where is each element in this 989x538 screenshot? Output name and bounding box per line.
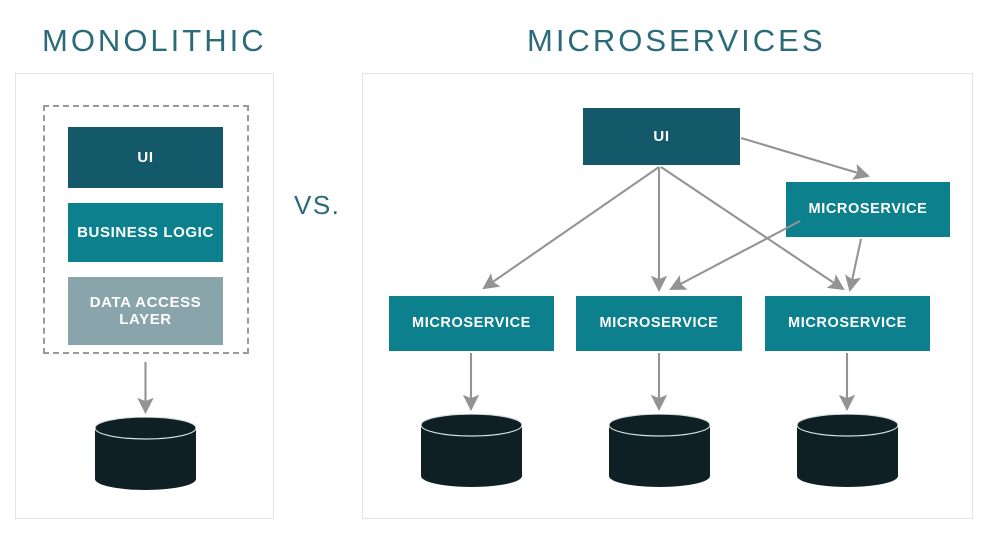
monolith-boundary-dashed <box>43 105 249 354</box>
microservices-ui-label: UI <box>653 127 670 145</box>
database-cylinder-left <box>421 414 522 487</box>
microservices-ui-box[interactable]: UI <box>583 108 740 165</box>
microservice-label-left: MICROSERVICE <box>412 315 531 332</box>
microservice-label-middle: MICROSERVICE <box>599 315 719 332</box>
microservice-box-top-right[interactable]: MICROSERVICE <box>786 182 950 237</box>
monolith-ui-label: UI <box>137 148 154 166</box>
microservices-title: MICROSERVICES <box>527 23 826 58</box>
microservice-label-right: MICROSERVICE <box>788 315 907 332</box>
microservice-box-middle[interactable]: MICROSERVICE <box>576 296 742 351</box>
monolith-data-access-layer-label: DATA ACCESS LAYER <box>89 293 202 328</box>
monolithic-title: MONOLITHIC <box>42 23 267 58</box>
versus-label: VS. <box>294 190 341 220</box>
monolith-business-logic-label: BUSINESS LOGIC <box>77 223 214 241</box>
microservice-box-left[interactable]: MICROSERVICE <box>389 296 554 351</box>
microservice-label-top-right: MICROSERVICE <box>808 201 928 218</box>
microservice-box-right[interactable]: MICROSERVICE <box>765 296 930 351</box>
monolith-ui-box[interactable]: UI <box>68 127 223 188</box>
monolith-business-logic-box[interactable]: BUSINESS LOGIC <box>68 203 223 262</box>
monolith-data-access-layer-box[interactable]: DATA ACCESS LAYER <box>68 277 223 345</box>
database-cylinder-monolith <box>95 417 196 490</box>
database-cylinder-middle <box>609 414 710 487</box>
database-cylinder-right <box>797 414 898 487</box>
